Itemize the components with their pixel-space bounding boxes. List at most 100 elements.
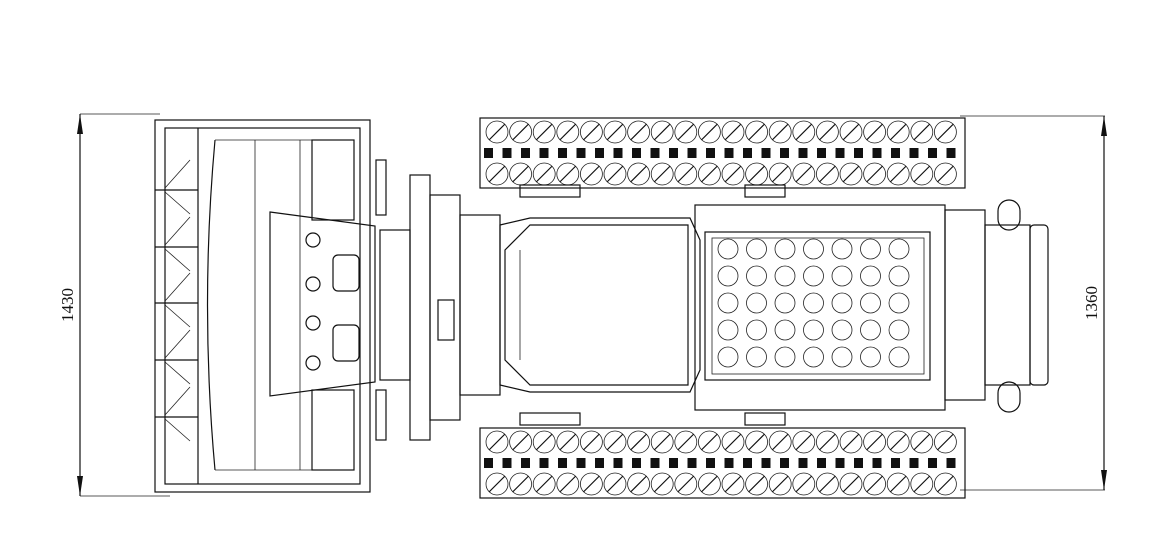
track-grouser <box>630 475 648 493</box>
track-pad <box>816 162 839 186</box>
track-grouser <box>818 165 836 183</box>
track-pad <box>886 472 910 496</box>
mount-plate <box>269 211 376 397</box>
track-link <box>946 458 956 468</box>
track-grouser <box>630 165 648 183</box>
track-pad <box>863 430 886 454</box>
track-pad <box>485 120 509 144</box>
track-link <box>650 148 660 158</box>
track-pad <box>556 472 580 496</box>
grille-hole <box>803 238 824 260</box>
track-grouser <box>889 433 907 451</box>
track-grouser <box>700 475 718 493</box>
dimension-left: 1430 <box>58 113 170 497</box>
tooth <box>164 329 191 359</box>
track-link <box>835 148 845 158</box>
track-pad <box>792 162 816 186</box>
front-arm <box>459 214 501 396</box>
track-link <box>521 458 530 468</box>
track-pad <box>886 430 910 454</box>
grille-hole <box>803 292 824 314</box>
track-pad <box>934 472 957 496</box>
track-pad <box>532 430 556 454</box>
track-grouser <box>488 433 506 451</box>
track-grouser <box>818 123 836 141</box>
track-link <box>558 148 567 158</box>
track-grouser <box>559 123 577 141</box>
track <box>479 117 966 189</box>
track-link <box>946 148 956 158</box>
track-grouser <box>653 433 671 451</box>
track-pad <box>816 430 839 454</box>
track-link <box>484 148 493 158</box>
rear-bumper <box>984 224 1031 386</box>
grille-hole <box>888 292 910 314</box>
track-pad <box>768 472 792 496</box>
track-pad <box>698 162 721 186</box>
plate-hole <box>305 232 321 248</box>
track-pad <box>674 430 698 454</box>
track-grouser <box>559 475 577 493</box>
track-grouser <box>936 165 954 183</box>
hydraulic-block-top <box>311 139 355 221</box>
grille-hole <box>717 238 739 260</box>
track-pad <box>580 430 603 454</box>
coupler-plate <box>409 174 431 441</box>
track-pad <box>627 162 650 186</box>
track-pad <box>792 472 816 496</box>
track-pad <box>580 162 603 186</box>
track-pad <box>627 430 650 454</box>
hydraulic-block-bottom <box>311 389 355 471</box>
track-grouser <box>889 475 907 493</box>
track-pad <box>650 430 674 454</box>
track-link <box>632 148 641 158</box>
track-grouser <box>559 433 577 451</box>
track-grouser <box>842 433 860 451</box>
tooth <box>164 304 191 328</box>
track-grouser <box>677 475 695 493</box>
track-pad <box>721 162 745 186</box>
track-grouser <box>535 165 553 183</box>
track-link <box>484 458 493 468</box>
grille-hole <box>831 319 853 341</box>
track-pad <box>603 430 627 454</box>
track-pad <box>745 430 768 454</box>
track-pad <box>674 472 698 496</box>
track-pad <box>721 472 745 496</box>
track-grouser <box>606 165 624 183</box>
track-link <box>576 148 586 158</box>
track-link <box>632 458 641 468</box>
track-link <box>743 458 752 468</box>
grille-hole <box>774 238 796 260</box>
track-link <box>613 148 623 158</box>
track-link <box>928 148 937 158</box>
track-grouser <box>818 475 836 493</box>
track-link <box>909 458 919 468</box>
track-grouser <box>866 165 884 183</box>
coupler-bracket <box>379 229 411 381</box>
track-link <box>854 458 863 468</box>
track-grouser <box>630 123 648 141</box>
track-grouser <box>889 123 907 141</box>
track-pad <box>674 162 698 186</box>
cabin-hood <box>504 224 689 386</box>
rear-light-top <box>997 199 1021 231</box>
track-pad <box>886 120 910 144</box>
tooth <box>164 248 191 272</box>
track-grouser <box>913 475 931 493</box>
mulcher-attachment <box>154 119 376 493</box>
grille-hole <box>860 292 881 314</box>
mount-slot <box>332 324 360 362</box>
arrowhead-bottom <box>77 476 83 496</box>
track-grouser <box>936 123 954 141</box>
track-grouser <box>748 433 766 451</box>
track-link <box>576 458 586 468</box>
dimension-label-1430: 1430 <box>58 288 77 322</box>
track-pad <box>816 120 839 144</box>
grille-hole <box>717 292 739 314</box>
track-grouser <box>866 433 884 451</box>
track-grouser <box>700 433 718 451</box>
grille-hole <box>888 238 910 260</box>
track-pad <box>839 472 863 496</box>
track-pad <box>556 120 580 144</box>
